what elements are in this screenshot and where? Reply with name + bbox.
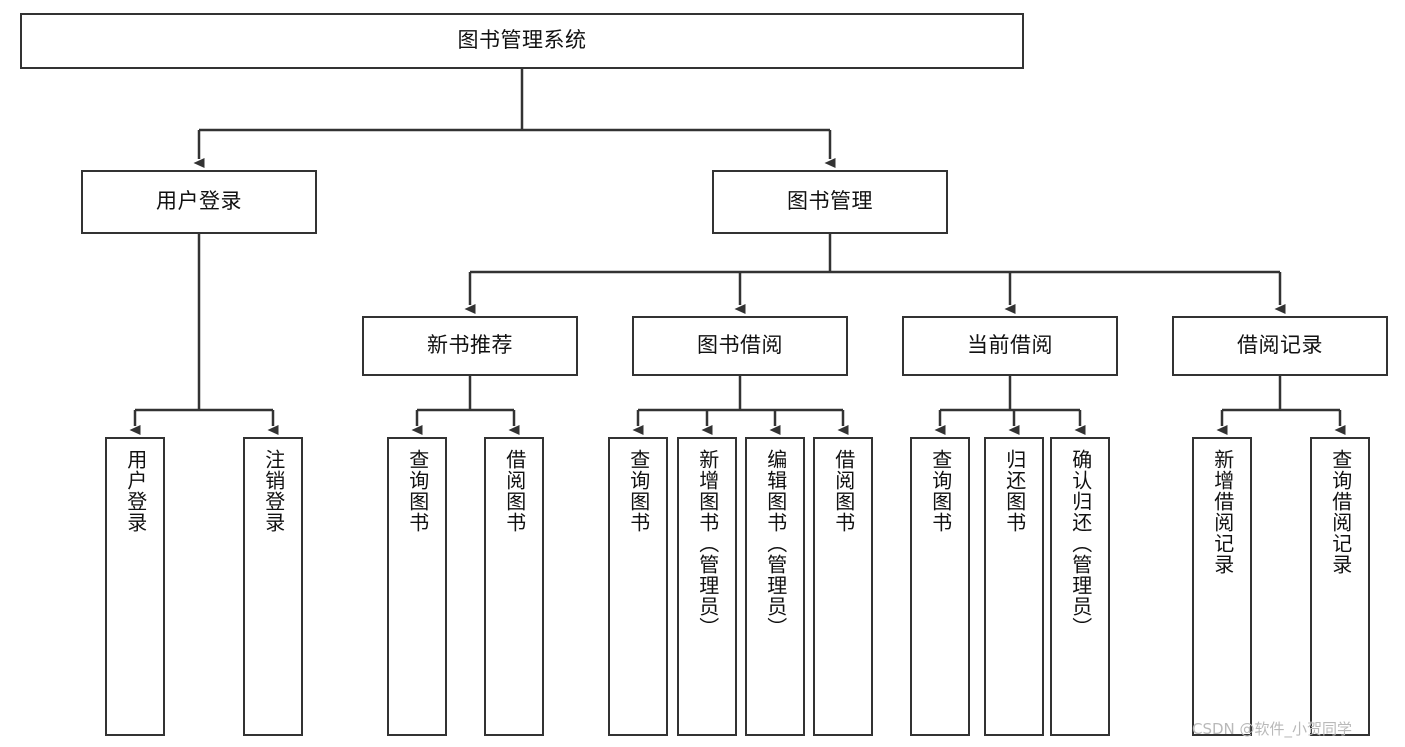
node-leaf-logout-label: 注销登录 [261,449,286,533]
node-borrow-record[interactable]: 借阅记录 [1172,316,1388,376]
node-book-borrow-label: 图书借阅 [697,333,783,358]
node-leaf-borrow-book-rec-label: 借阅图书 [502,449,527,533]
node-leaf-edit-book[interactable]: 编辑图书（管理员） [745,437,805,736]
node-user-login-label: 用户登录 [156,189,242,214]
node-leaf-query-record-label: 查询借阅记录 [1328,449,1353,575]
node-root[interactable]: 图书管理系统 [20,13,1024,69]
node-leaf-borrow-book[interactable]: 借阅图书 [813,437,873,736]
node-root-label: 图书管理系统 [457,28,587,53]
node-book-borrow[interactable]: 图书借阅 [632,316,848,376]
node-leaf-add-record-label: 新增借阅记录 [1210,449,1235,575]
watermark: CSDN @软件_小贺同学 [1192,720,1353,738]
node-user-login[interactable]: 用户登录 [81,170,317,234]
node-leaf-confirm-return-label: 确认归还（管理员） [1068,449,1093,638]
node-book-manage[interactable]: 图书管理 [712,170,948,234]
node-leaf-query-record[interactable]: 查询借阅记录 [1310,437,1370,736]
node-leaf-confirm-return[interactable]: 确认归还（管理员） [1050,437,1110,736]
node-leaf-edit-book-label: 编辑图书（管理员） [763,449,788,638]
node-leaf-add-book[interactable]: 新增图书（管理员） [677,437,737,736]
node-leaf-borrow-book-label: 借阅图书 [831,449,856,533]
node-leaf-query-book-borrow-label: 查询图书 [626,449,651,533]
node-leaf-borrow-book-rec[interactable]: 借阅图书 [484,437,544,736]
node-leaf-add-record[interactable]: 新增借阅记录 [1192,437,1252,736]
node-borrow-record-label: 借阅记录 [1237,333,1323,358]
node-leaf-query-book-cur[interactable]: 查询图书 [910,437,970,736]
node-current-borrow-label: 当前借阅 [967,333,1053,358]
node-leaf-query-book-borrow[interactable]: 查询图书 [608,437,668,736]
node-leaf-return-book[interactable]: 归还图书 [984,437,1044,736]
node-new-book-rec-label: 新书推荐 [427,333,513,358]
node-new-book-rec[interactable]: 新书推荐 [362,316,578,376]
node-leaf-query-book-rec-label: 查询图书 [405,449,430,533]
node-leaf-add-book-label: 新增图书（管理员） [695,449,720,638]
node-leaf-return-book-label: 归还图书 [1002,449,1027,533]
node-current-borrow[interactable]: 当前借阅 [902,316,1118,376]
node-leaf-query-book-cur-label: 查询图书 [928,449,953,533]
node-leaf-user-login[interactable]: 用户登录 [105,437,165,736]
node-leaf-query-book-rec[interactable]: 查询图书 [387,437,447,736]
node-book-manage-label: 图书管理 [787,189,873,214]
node-leaf-logout[interactable]: 注销登录 [243,437,303,736]
node-leaf-user-login-label: 用户登录 [123,449,148,533]
